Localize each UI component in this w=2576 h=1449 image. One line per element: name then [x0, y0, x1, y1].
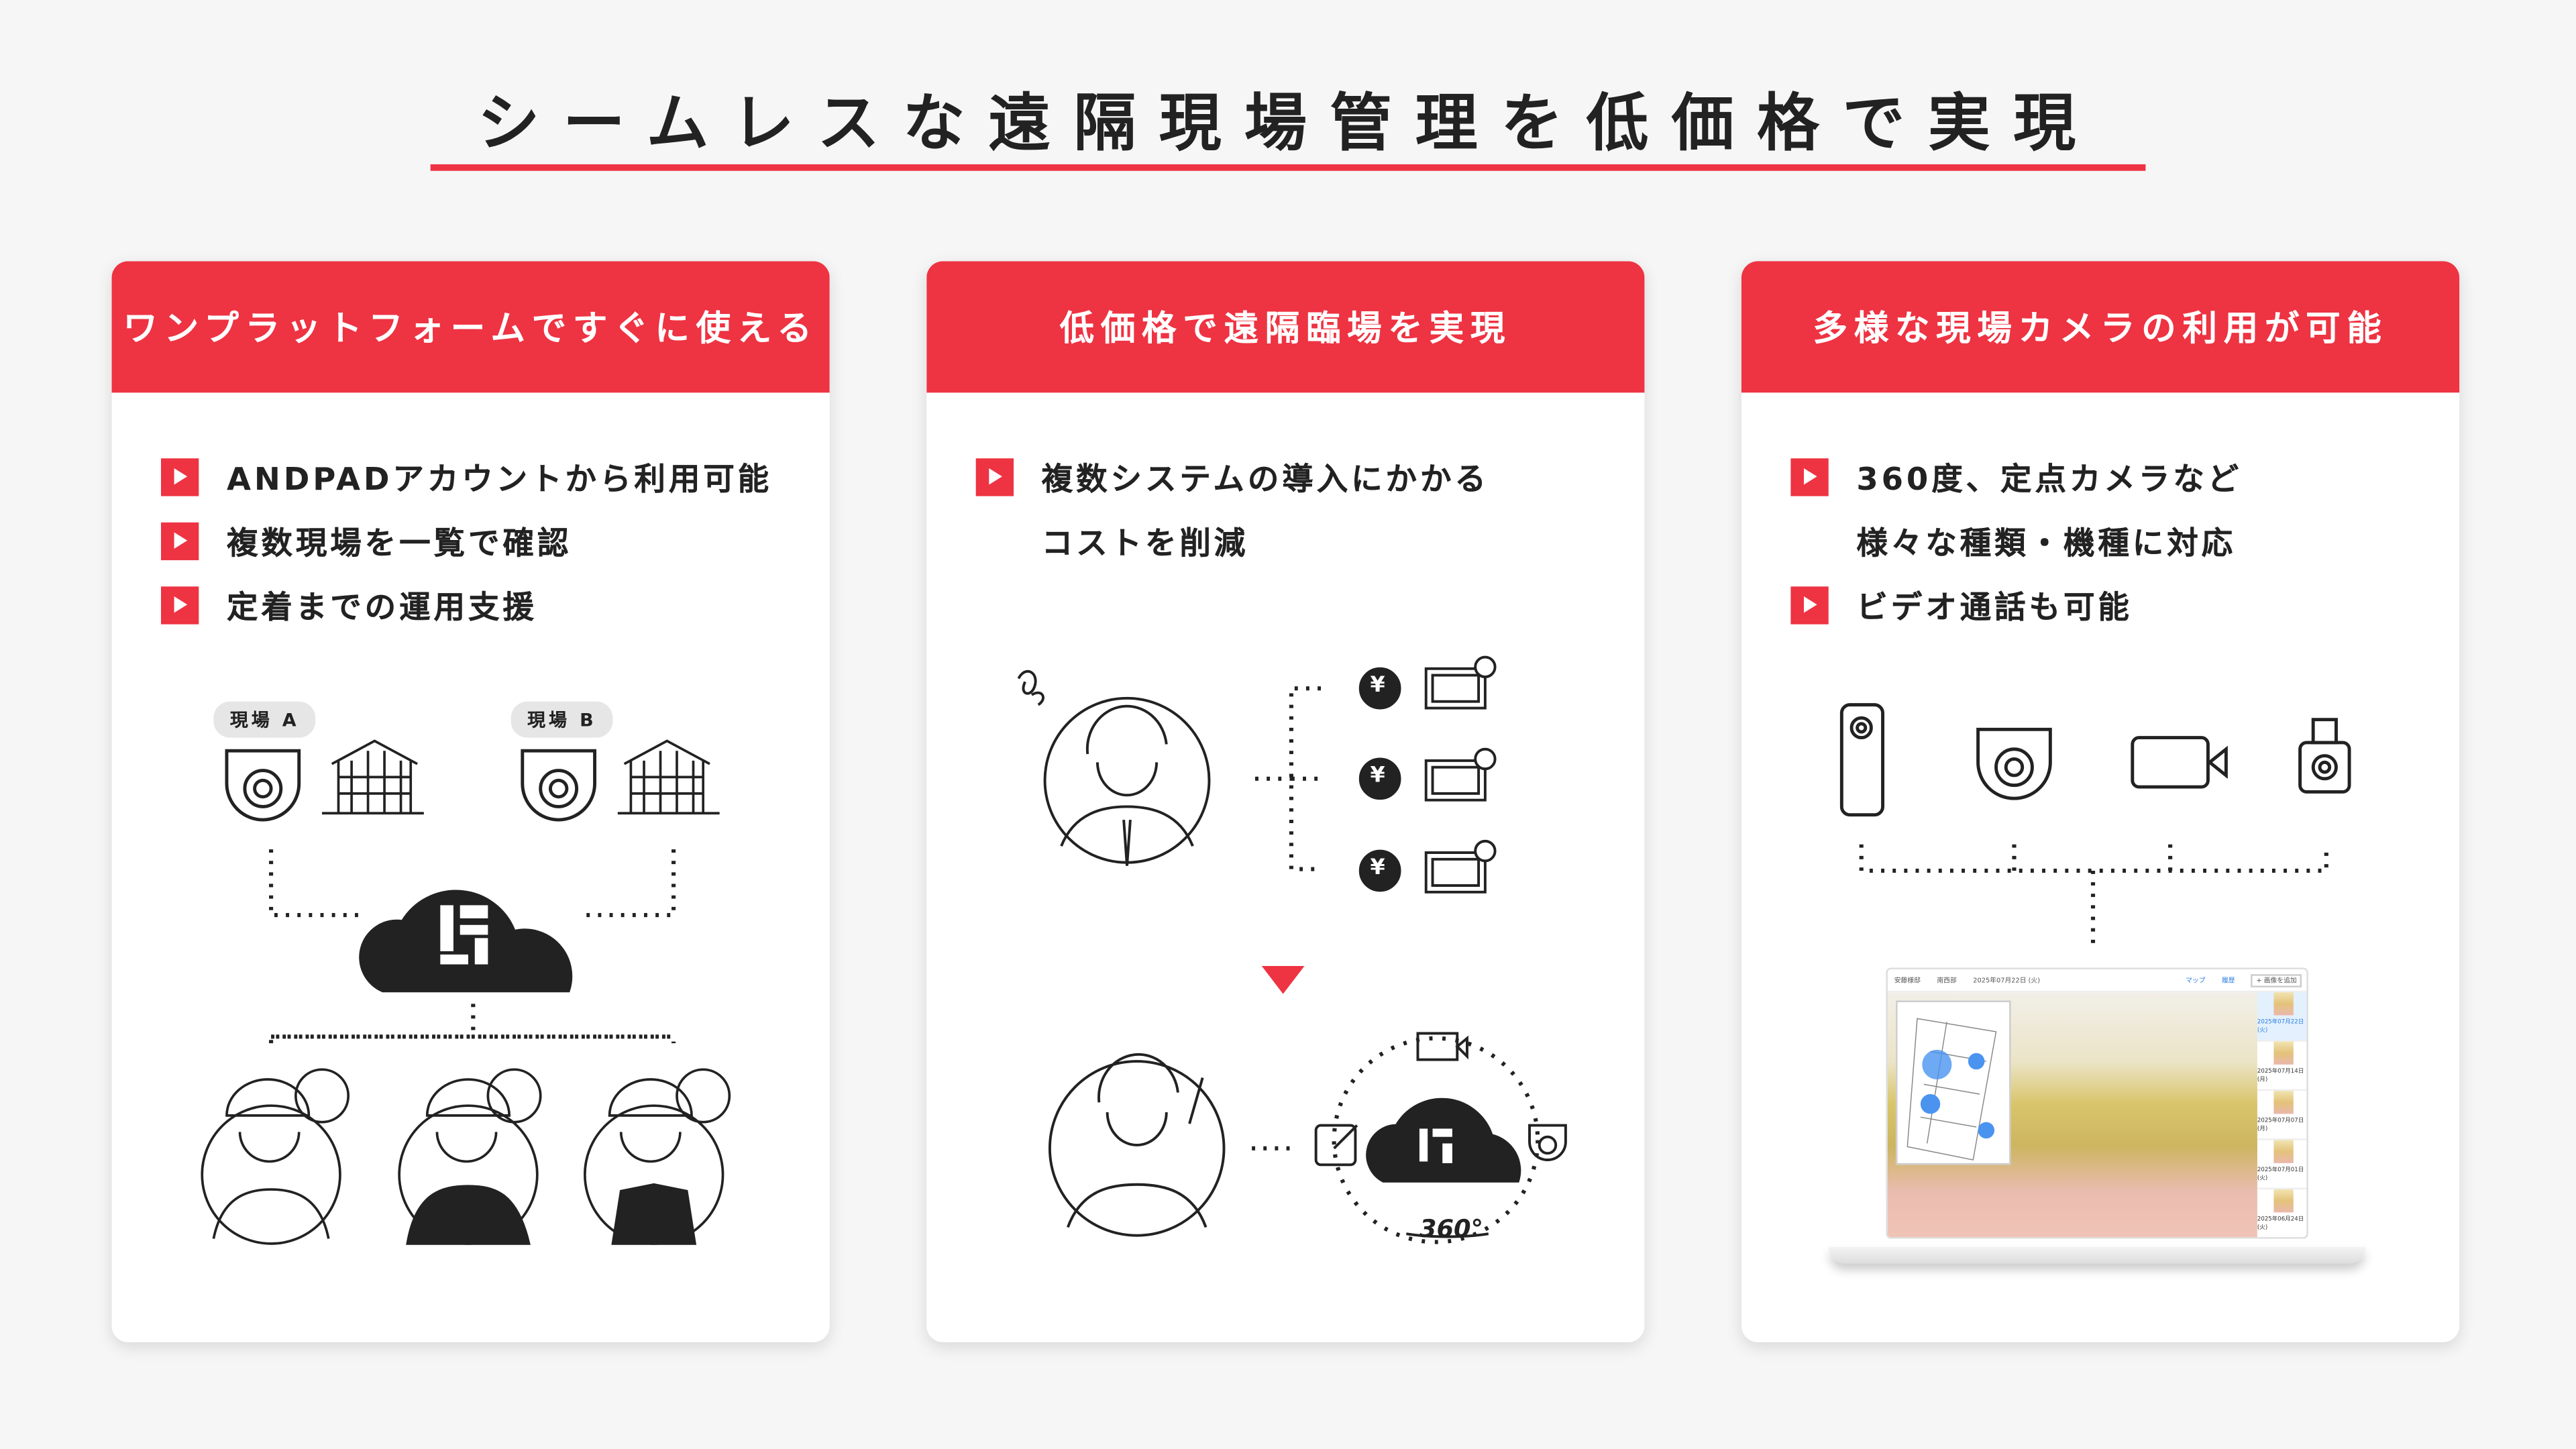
play-marker-icon: [161, 522, 199, 561]
bullet-text: ビデオ通話も可能: [1856, 590, 2133, 627]
history-item[interactable]: 2025年06月24日 (火): [2257, 1189, 2306, 1237]
camera-icon: [1528, 1124, 1567, 1161]
card-one-platform: ワンプラットフォームですぐに使える ANDPADアカウントから利用可能 複数現場…: [111, 261, 830, 1342]
play-marker-icon: [1790, 586, 1829, 625]
worker-avatar: [201, 1068, 350, 1245]
bullet-text: ANDPADアカウントから利用可能: [226, 462, 773, 498]
bullet-item: ビデオ通話も可能: [1790, 574, 2242, 638]
monitor-gear-icon: [1424, 747, 1497, 802]
play-marker-icon: [161, 586, 199, 625]
warehouse-icon: [617, 739, 720, 815]
history-item[interactable]: 2025年07月01日 (火): [2257, 1140, 2307, 1190]
play-marker-icon: [1790, 458, 1829, 496]
bullet-text: 様々な種類・機種に対応: [1856, 525, 2237, 562]
down-arrow-icon: [1261, 966, 1305, 994]
monitor-gear-icon: [1424, 655, 1497, 710]
fixed-camera-icon: [1976, 727, 2052, 800]
bullet-text: 定着までの運用支援: [226, 590, 537, 627]
history-toggle[interactable]: 履歴: [2221, 975, 2235, 983]
laptop-base: [1828, 1246, 2366, 1264]
history-item[interactable]: 2025年07月14日 (月): [2257, 1041, 2307, 1091]
history-item[interactable]: 2025年07月07日 (月): [2257, 1091, 2307, 1140]
title-underline: [430, 164, 2146, 171]
bullet-item: 360度、定点カメラなど: [1790, 445, 2242, 510]
bullet-text: 複数システムの導入にかかる: [1041, 462, 1489, 498]
connector-lines: [1859, 844, 2328, 943]
badge-360: 360°: [1419, 1214, 1483, 1244]
monitor-gear-icon: [1424, 839, 1497, 894]
bullet-item: 複数現場を一覧で確認: [161, 509, 772, 574]
card-heading: 多様な現場カメラの利用が可能: [1741, 261, 2460, 393]
cloud-icon: [1366, 1097, 1521, 1183]
warehouse-icon: [322, 739, 424, 815]
tablet-pen-icon: [1314, 1124, 1358, 1167]
platform-illustration: [201, 739, 731, 1245]
video-camera-icon: [1416, 1032, 1468, 1061]
dotted-bracket: [1255, 686, 1321, 871]
andpad-logo-icon: [1419, 1128, 1452, 1163]
bullet-item: 複数システムの導入にかかる: [975, 445, 1489, 510]
card-camera-variety: 多様な現場カメラの利用が可能 360度、定点カメラなど 様々な種類・機種に対応 …: [1741, 261, 2460, 1342]
card-heading: ワンプラットフォームですぐに使える: [111, 261, 830, 393]
site-label-a: 現場 A: [213, 701, 317, 738]
yen-coin-icon: [1358, 667, 1401, 710]
action-camera-icon: [2298, 718, 2351, 794]
andpad-logo-icon: [440, 905, 488, 965]
worker-avatar: [398, 1068, 542, 1245]
history-list: 2025年07月22日 (火) 2025年07月14日 (月) 2025年07月…: [2257, 992, 2307, 1237]
yen-symbol: ¥: [1370, 674, 1385, 698]
map-toggle[interactable]: マップ: [2186, 975, 2206, 983]
add-image-button[interactable]: + 画像を追加: [2251, 973, 2302, 987]
yen-symbol: ¥: [1370, 763, 1385, 789]
camera-icon: [521, 749, 596, 822]
cloud-icon: [359, 890, 573, 993]
play-marker-icon: [975, 458, 1014, 496]
video-camera-icon: [2131, 736, 2228, 789]
bullet-text: 360度、定点カメラなど: [1856, 462, 2243, 498]
floor-plan-drawing: [1907, 1018, 1997, 1161]
date-label: 2025年07月22日 (火): [1973, 975, 2041, 983]
card-low-cost: 低価格で遠隔臨場を実現 複数システムの導入にかかる コストを削減 360°: [926, 261, 1645, 1342]
play-marker-icon: [161, 458, 199, 496]
dotted-ring: [1332, 1036, 1540, 1244]
worried-person: [1017, 669, 1211, 866]
worker-avatar: [584, 1068, 731, 1245]
card-heading: 低価格で遠隔臨場を実現: [926, 261, 1645, 393]
cost-illustration: [1017, 655, 1567, 1244]
bullet-item: 定着までの運用支援: [161, 574, 772, 638]
bullet-text: コストを削減: [1041, 525, 1249, 562]
yen-symbol: ¥: [1370, 855, 1385, 881]
360-photo-view[interactable]: [1887, 992, 2257, 1238]
history-item[interactable]: 2025年07月22日 (火): [2257, 992, 2307, 1042]
back-project-link[interactable]: 安藤様邸: [1894, 975, 1921, 983]
bullet-item: コストを削減: [976, 509, 1489, 574]
connector-lines: [269, 849, 676, 1044]
bullet-item: 様々な種類・機種に対応: [1790, 509, 2242, 574]
yen-coin-icon: [1358, 757, 1401, 800]
page-title: シームレスな遠隔現場管理を低価格で実現: [477, 87, 2099, 160]
camera-icon: [225, 749, 301, 822]
360-camera-icon: [1839, 703, 1885, 817]
area-label: 南西部: [1937, 975, 1957, 983]
floor-plan-minimap[interactable]: [1896, 1000, 2011, 1165]
screen-toolbar: 安藤様邸 南西部 2025年07月22日 (火) マップ 履歴 + 画像を追加: [1887, 969, 2307, 993]
happy-person: [1048, 1053, 1226, 1237]
site-label-b: 現場 B: [511, 701, 614, 738]
yen-coin-icon: [1358, 849, 1401, 892]
app-screen: 安藤様邸 南西部 2025年07月22日 (火) マップ 履歴 + 画像を追加 …: [1886, 967, 2308, 1239]
bullet-text: 複数現場を一覧で確認: [226, 525, 572, 562]
camera-types-illustration: [1839, 703, 2351, 943]
rotation-arrow-icon: [1406, 1232, 1489, 1238]
bullet-item: ANDPADアカウントから利用可能: [161, 445, 772, 510]
